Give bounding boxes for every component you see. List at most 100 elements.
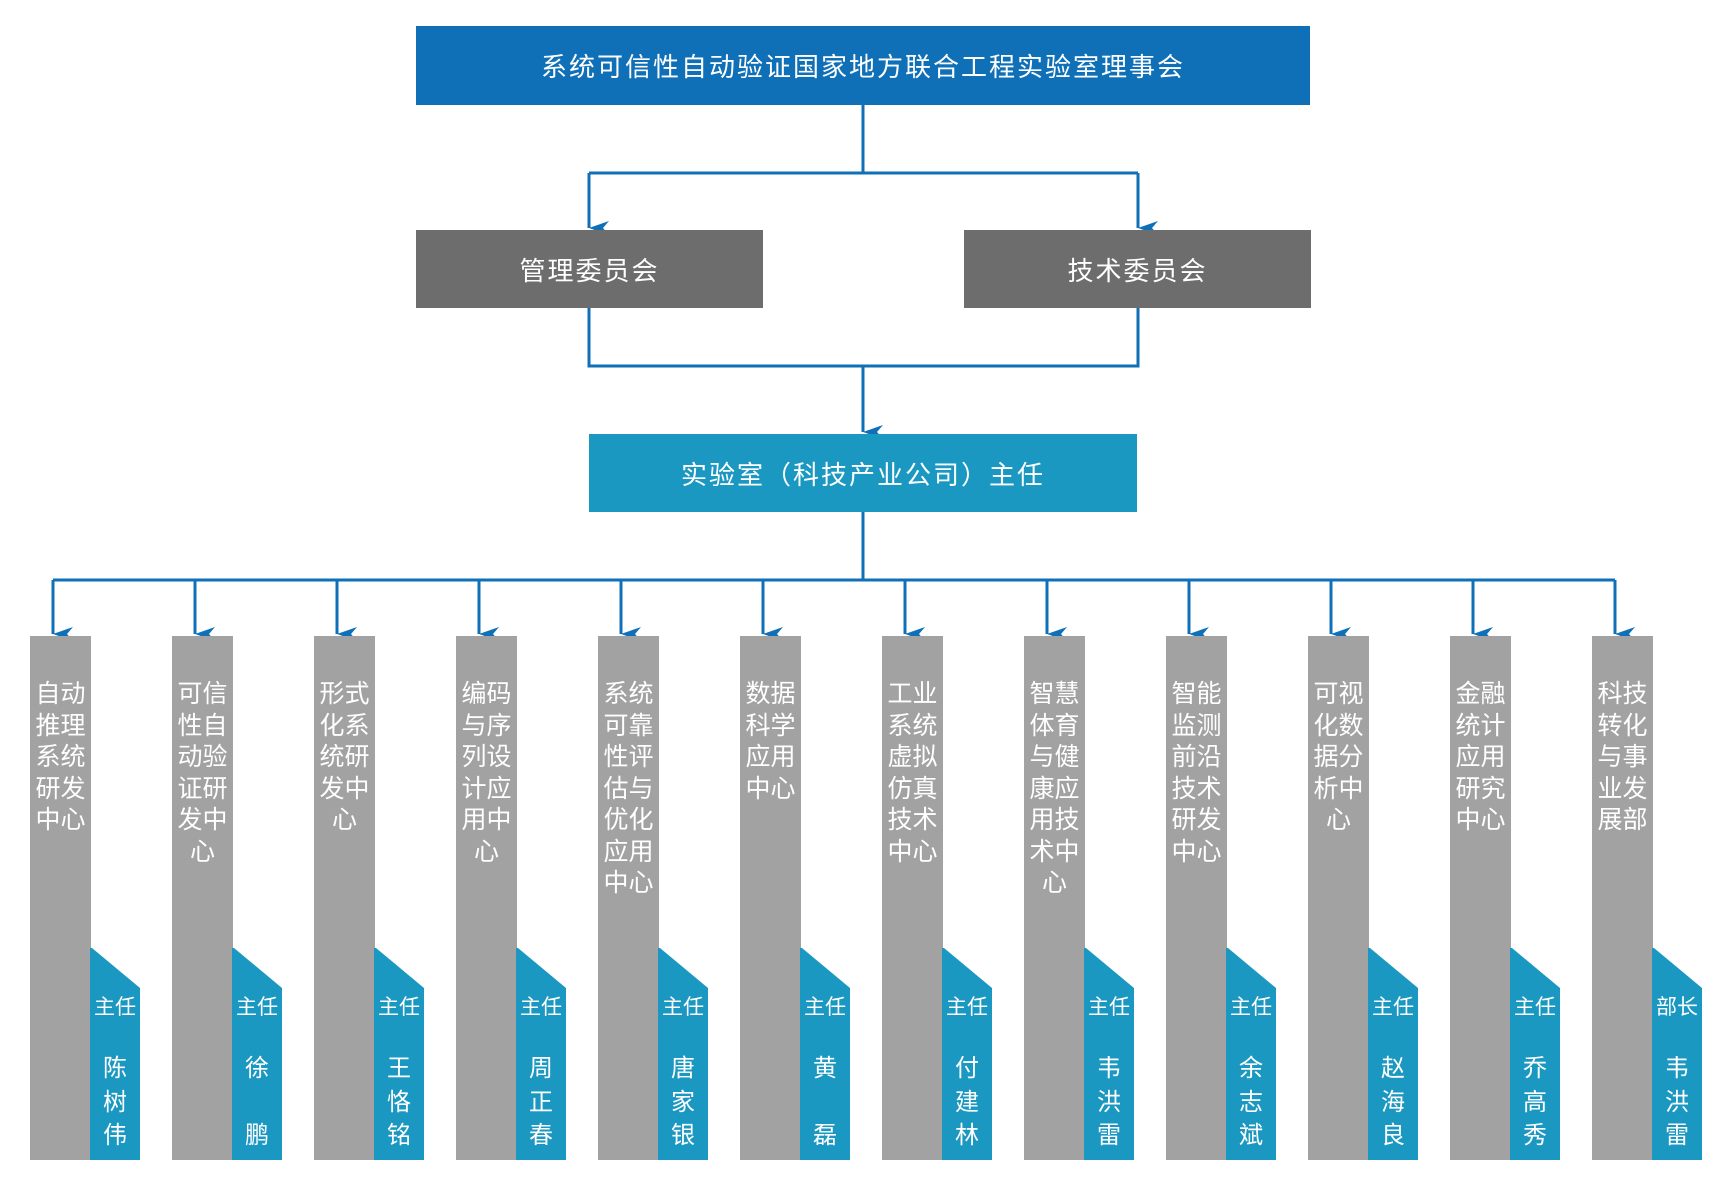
leader-name-char: 陈 <box>103 1054 127 1082</box>
leader-role: 主任 <box>804 995 846 1019</box>
leader-name-char: 韦 <box>1665 1054 1689 1082</box>
unit-bar <box>1024 636 1085 1160</box>
leader-tab <box>1652 948 1702 1160</box>
leader-name-char: 恪 <box>387 1087 411 1116</box>
leader-tab <box>516 948 566 1160</box>
unit-bar <box>1450 636 1511 1160</box>
leader-name-char: 铭 <box>387 1121 411 1149</box>
unit-bar <box>1592 636 1653 1160</box>
line-connector <box>587 308 1140 368</box>
unit-name: 可视化数据分析中心 <box>1313 679 1364 834</box>
leader-name: 余志斌 <box>1226 1054 1276 1150</box>
unit-column: 智能监测前沿技术研发中心主任余志斌 <box>1166 636 1278 1160</box>
leader-name-char: 斌 <box>1239 1121 1263 1149</box>
unit-name: 系统可靠性评估与优化应用中心 <box>603 679 654 897</box>
leader-name-char: 周 <box>529 1054 553 1082</box>
unit-bar <box>882 636 943 1160</box>
leader-name-char: 伟 <box>103 1121 127 1149</box>
leader-name-char: 林 <box>955 1121 979 1149</box>
leader-tab <box>1510 948 1560 1160</box>
unit-bar <box>314 636 375 1160</box>
leader-tab <box>90 948 140 1160</box>
leader-name-char: 良 <box>1381 1121 1405 1149</box>
unit-name: 可信性自动验证研发中心 <box>177 679 228 866</box>
leader-name: 黄 磊 <box>800 1054 850 1150</box>
leader-role: 主任 <box>378 995 420 1019</box>
leader-name-char: 树 <box>103 1087 127 1116</box>
leader-name-char: 秀 <box>1523 1121 1547 1149</box>
unit-column: 智慧体育与健康应用技术中心主任韦洪雷 <box>1024 636 1136 1160</box>
council-box: 系统可信性自动验证国家地方联合工程实验室理事会 <box>416 26 1310 105</box>
leader-name-char: 徐 <box>245 1054 269 1082</box>
leader-role: 主任 <box>1088 995 1130 1019</box>
leader-tab <box>1084 948 1134 1160</box>
leader-name-char: 建 <box>955 1087 979 1116</box>
leader-role: 部长 <box>1656 995 1698 1019</box>
leader-name-char: 赵 <box>1381 1054 1405 1082</box>
unit-column: 系统可靠性评估与优化应用中心主任唐家银 <box>598 636 710 1160</box>
technical-committee-box: 技术委员会 <box>964 230 1311 308</box>
unit-column: 数据科学应用中心主任黄 磊 <box>740 636 852 1160</box>
leader-tab <box>1226 948 1276 1160</box>
leader-name: 唐家银 <box>658 1054 708 1150</box>
unit-column: 可信性自动验证研发中心主任徐 鹏 <box>172 636 284 1160</box>
leader-name: 王恪铭 <box>374 1054 424 1150</box>
unit-column: 可视化数据分析中心主任赵海良 <box>1308 636 1420 1160</box>
unit-bar <box>456 636 517 1160</box>
unit-column: 编码与序列设计应用中心主任周正春 <box>456 636 568 1160</box>
leader-role: 主任 <box>1372 995 1414 1019</box>
leader-tab <box>658 948 708 1160</box>
leader-name: 韦洪雷 <box>1652 1054 1702 1150</box>
leader-name: 付建林 <box>942 1054 992 1150</box>
leader-name-char: 春 <box>529 1121 553 1149</box>
lab-director-box: 实验室（科技产业公司）主任 <box>589 434 1137 512</box>
leader-tab <box>800 948 850 1160</box>
leader-name: 陈树伟 <box>90 1054 140 1150</box>
management-committee-box: 管理委员会 <box>416 230 763 308</box>
leader-name: 周正春 <box>516 1054 566 1150</box>
leader-name-char: 付 <box>955 1054 979 1082</box>
leader-name: 徐 鹏 <box>232 1054 282 1150</box>
leader-name: 乔高秀 <box>1510 1054 1560 1150</box>
leader-name-char: 正 <box>529 1087 553 1116</box>
leader-name-char: 黄 <box>813 1054 837 1082</box>
unit-name: 智慧体育与健康应用技术中心 <box>1029 679 1080 897</box>
unit-column: 形式化系统研发中心主任王恪铭 <box>314 636 426 1160</box>
leader-tab <box>232 948 282 1160</box>
leader-name-char: 家 <box>671 1087 695 1116</box>
leader-name-char: 乔 <box>1523 1054 1547 1082</box>
unit-bar <box>30 636 91 1160</box>
leader-name-char: 海 <box>1381 1087 1405 1116</box>
leader-name-char: 韦 <box>1097 1054 1121 1082</box>
unit-name: 工业系统虚拟仿真技术中心 <box>887 679 938 866</box>
unit-bar <box>1166 636 1227 1160</box>
leader-role: 主任 <box>236 995 278 1019</box>
unit-bar <box>1308 636 1369 1160</box>
leader-tab <box>1368 948 1418 1160</box>
leader-role: 主任 <box>946 995 988 1019</box>
leader-name-char: 磊 <box>813 1121 837 1149</box>
leader-tab <box>942 948 992 1160</box>
unit-name: 数据科学应用中心 <box>745 679 796 803</box>
unit-name: 编码与序列设计应用中心 <box>461 679 512 866</box>
leader-name-char: 志 <box>1239 1087 1263 1116</box>
unit-column: 自动推理系统研发中心主任陈树伟 <box>30 636 142 1160</box>
leader-role: 主任 <box>1514 995 1556 1019</box>
leader-name: 赵海良 <box>1368 1054 1418 1150</box>
leader-name-char: 雷 <box>1097 1121 1121 1149</box>
unit-name: 自动推理系统研发中心 <box>35 679 86 834</box>
leader-name: 韦洪雷 <box>1084 1054 1134 1150</box>
unit-bar <box>598 636 659 1160</box>
unit-name: 智能监测前沿技术研发中心 <box>1171 679 1222 866</box>
leader-name-char: 雷 <box>1665 1121 1689 1149</box>
unit-column: 科技转化与事业发展部部长韦洪雷 <box>1592 636 1704 1160</box>
leader-name-char <box>232 1088 282 1117</box>
unit-bar <box>740 636 801 1160</box>
unit-name: 金融统计应用研究中心 <box>1455 679 1506 834</box>
leader-name-char: 王 <box>387 1054 411 1082</box>
leader-tab <box>374 948 424 1160</box>
leader-role: 主任 <box>520 995 562 1019</box>
leader-name-char: 唐 <box>671 1054 695 1082</box>
leader-name-char: 银 <box>671 1121 695 1149</box>
